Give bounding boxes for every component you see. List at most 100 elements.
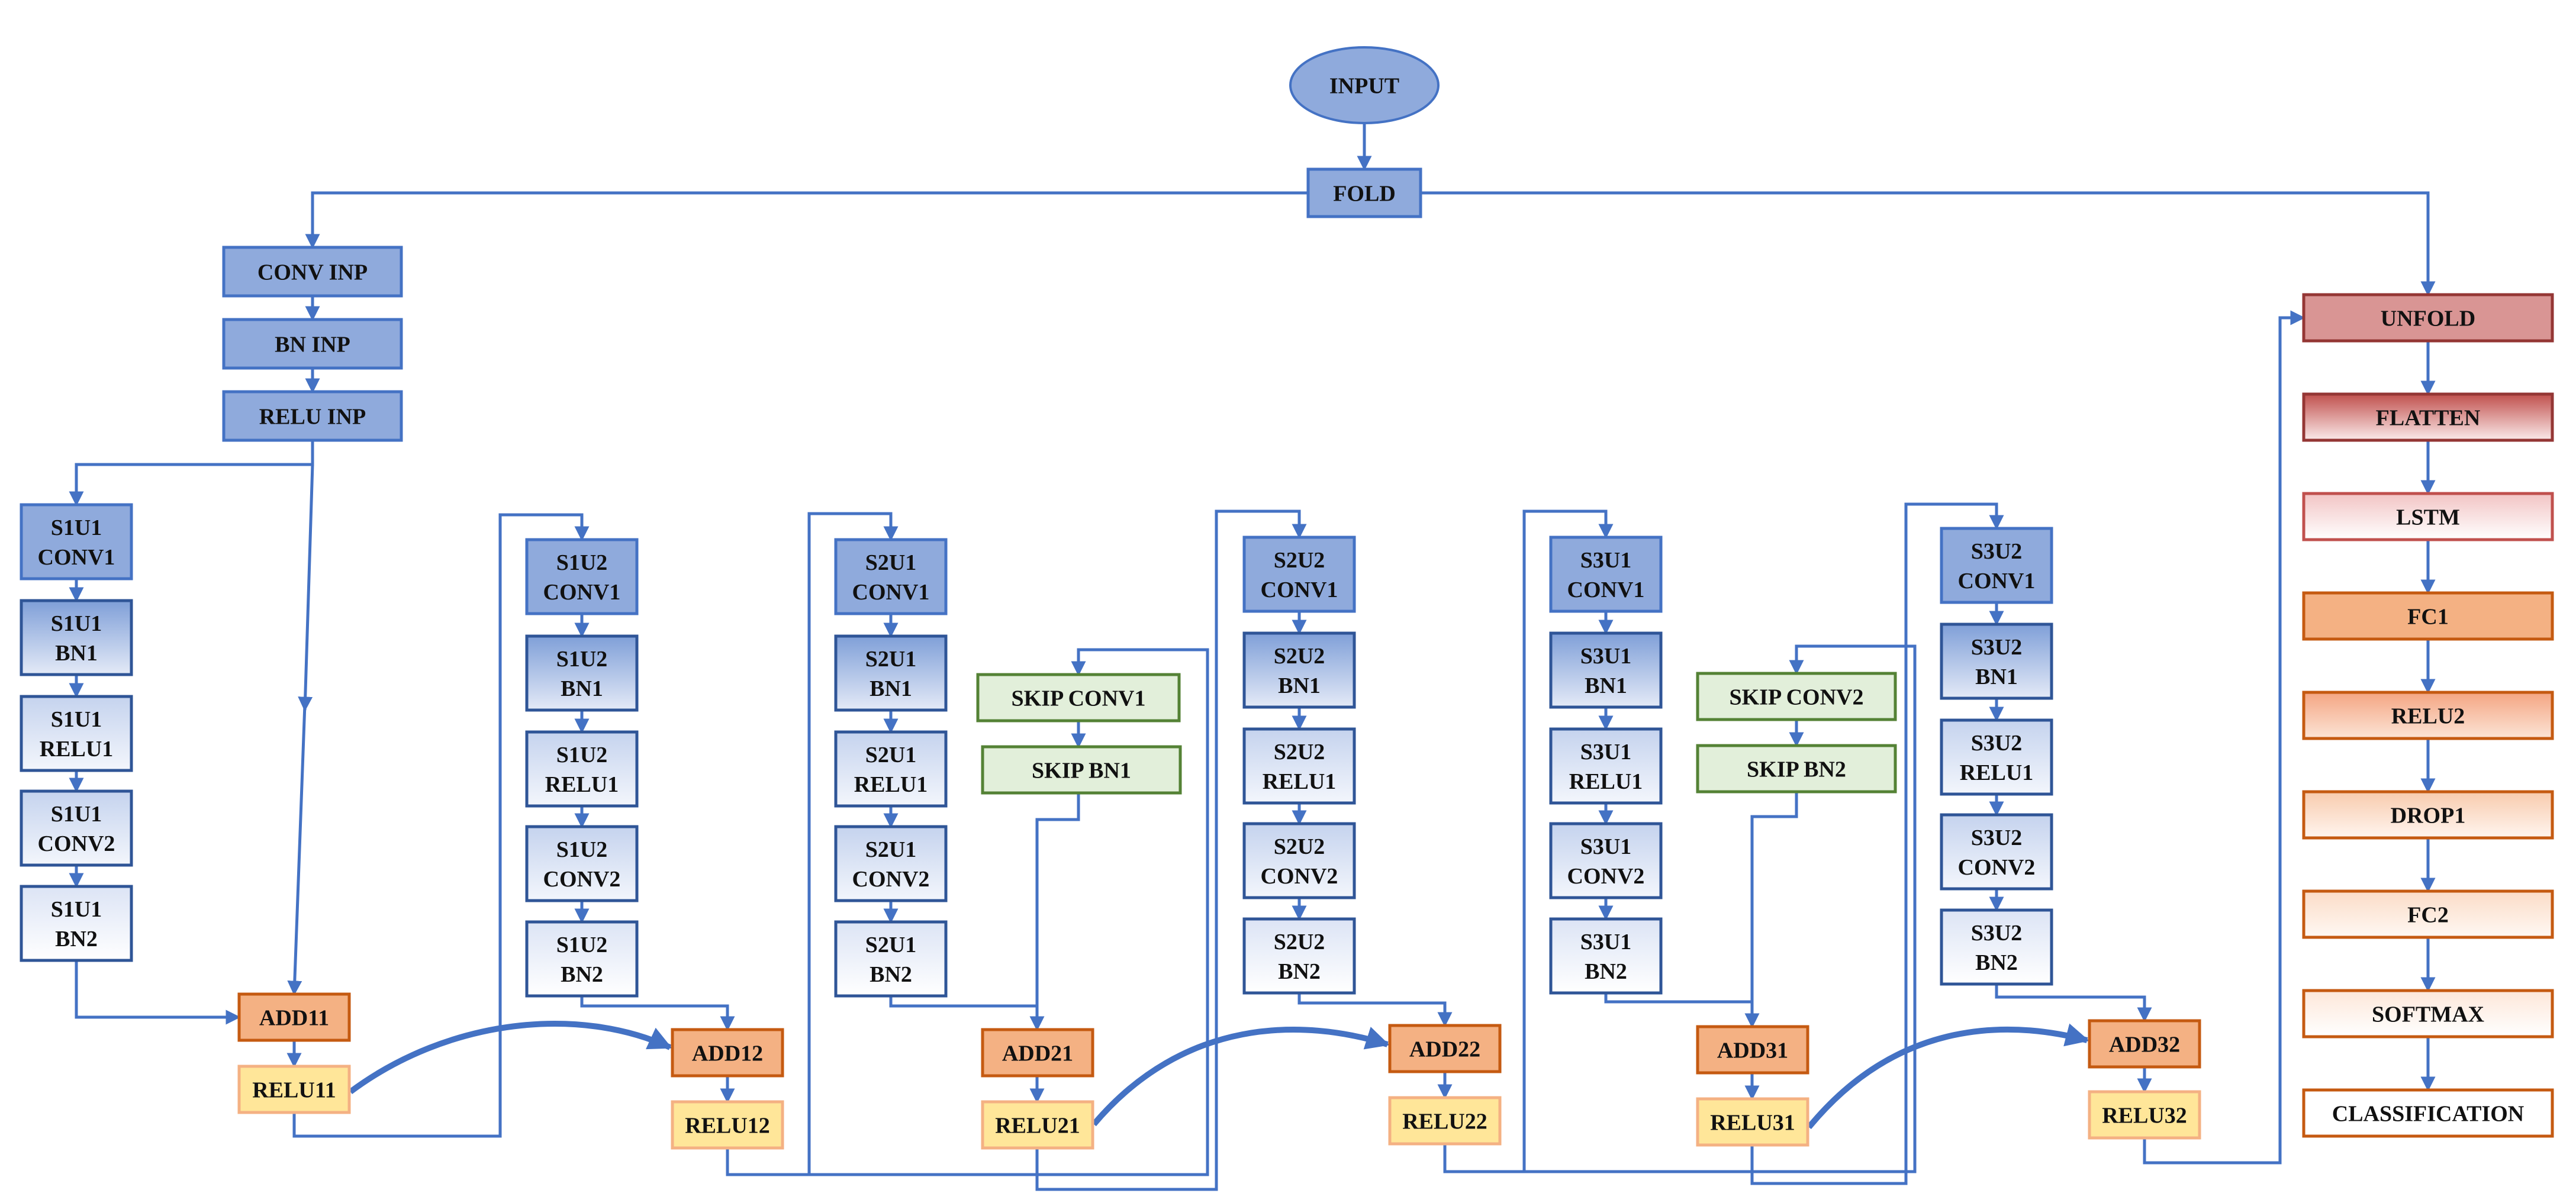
node-box <box>2088 1019 2201 1069</box>
node-unfold: UNFOLD <box>2302 293 2554 343</box>
node-skip-conv1: SKIP CONV1 <box>976 673 1181 723</box>
node-box <box>1940 718 2053 796</box>
node-box <box>834 920 948 998</box>
edge-fold-convinp <box>305 191 1308 249</box>
node-label: BN1 <box>870 676 912 701</box>
node-add31: ADD31 <box>1696 1025 1809 1075</box>
node-box <box>20 503 133 580</box>
node-label: BN2 <box>1975 950 2018 975</box>
node-label: S3U1 <box>1580 834 1632 859</box>
node-box <box>2302 790 2554 840</box>
node-label: SOFTMAX <box>2372 1002 2484 1027</box>
node-box <box>2302 392 2554 442</box>
node-label: ADD12 <box>692 1041 763 1066</box>
node-box <box>1242 727 1356 805</box>
node-label: S1U1 <box>51 611 102 636</box>
node-box <box>1242 631 1356 709</box>
node-box <box>1306 167 1422 218</box>
node-box <box>2302 691 2554 740</box>
node-label: SKIP CONV2 <box>1730 685 1864 709</box>
node-label: S2U1 <box>865 837 917 862</box>
node-label: BN2 <box>1278 959 1321 984</box>
node-skip-bn1: SKIP BN1 <box>981 745 1182 795</box>
node-label: S1U2 <box>556 837 608 862</box>
node-box <box>20 599 133 676</box>
node-label: ADD11 <box>259 1005 329 1030</box>
node-label: ADD31 <box>1717 1038 1788 1063</box>
node-box <box>834 825 948 902</box>
node-label: BN2 <box>870 962 912 987</box>
node-label: S2U2 <box>1274 740 1325 765</box>
node-relu12: RELU12 <box>671 1100 784 1150</box>
node-label: S3U2 <box>1971 825 2023 850</box>
node-label: LSTM <box>2396 505 2460 530</box>
edge-relu11-s1u2 <box>292 513 590 1138</box>
node-box <box>222 246 403 298</box>
node-label: CONV1 <box>38 545 115 570</box>
node-box <box>1940 623 2053 700</box>
node-box <box>1388 1096 1502 1146</box>
node-label: BN1 <box>1975 665 2018 689</box>
edge-skipbn1-add21 <box>1029 793 1080 1031</box>
node-label: RELU1 <box>40 737 114 762</box>
node-label: S2U2 <box>1274 644 1325 669</box>
node-label: ADD22 <box>1409 1037 1480 1062</box>
node-box <box>525 825 639 902</box>
node-box <box>1549 822 1663 899</box>
node-box <box>1549 727 1663 805</box>
node-label: FOLD <box>1333 181 1396 206</box>
node-label: RELU1 <box>1569 769 1643 794</box>
edge-relu31-add32-skip <box>1807 1023 2089 1130</box>
node-label: CONV2 <box>1958 855 2036 880</box>
node-label: S1U1 <box>51 802 102 827</box>
node-box <box>1940 527 2053 604</box>
node-box <box>1549 917 1663 995</box>
node-label: RELU32 <box>2102 1103 2187 1128</box>
node-label: CONV1 <box>852 580 930 605</box>
node-box <box>525 538 639 615</box>
node-label: S3U2 <box>1971 731 2023 756</box>
node-conv-inp: CONV INP <box>222 246 403 298</box>
node-label: S1U1 <box>51 707 102 732</box>
node-add22: ADD22 <box>1388 1024 1502 1073</box>
edge-s1u2-add12 <box>580 996 735 1031</box>
node-box <box>1696 672 1897 721</box>
node-label: S2U1 <box>865 743 917 767</box>
node-label: CONV2 <box>1261 864 1338 889</box>
connector-lines <box>69 123 2436 1191</box>
node-label: BN2 <box>1585 959 1627 984</box>
node-box <box>2302 492 2554 541</box>
node-label: S3U1 <box>1580 930 1632 954</box>
node-box <box>1549 631 1663 709</box>
node-box <box>1940 908 2053 986</box>
node-label: CONV INP <box>257 260 368 285</box>
node-box <box>671 1028 784 1078</box>
node-label: RELU2 <box>2391 704 2465 728</box>
node-box <box>2302 293 2554 343</box>
edge-relu21-s2u2 <box>1035 509 1307 1191</box>
node-box <box>976 673 1181 723</box>
node-input: INPUT <box>1289 46 1440 124</box>
node-relu2: RELU2 <box>2302 691 2554 740</box>
node-label: S1U2 <box>556 743 608 767</box>
node-label: DROP1 <box>2391 803 2466 828</box>
node-label: RELU INP <box>259 404 366 429</box>
node-fc1: FC1 <box>2302 591 2554 641</box>
node-lstm: LSTM <box>2302 492 2554 541</box>
node-label: S3U1 <box>1580 740 1632 765</box>
edge-relu22-skipconv2 <box>1524 644 1917 1173</box>
node-label: SKIP BN2 <box>1747 757 1846 782</box>
edge-s2u2-add22 <box>1297 993 1453 1027</box>
node-label: ADD21 <box>1002 1041 1073 1066</box>
